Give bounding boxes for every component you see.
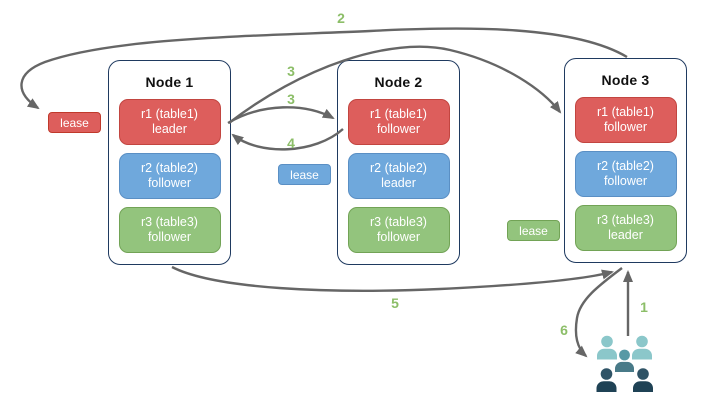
step-label-6: 6 (560, 322, 568, 338)
node-2-range-r3: r3 (table3) follower (347, 207, 450, 253)
node-1-range-r2: r2 (table2) follower (118, 153, 221, 199)
range-name: r1 (table1) (597, 105, 654, 119)
node-1-range-r1: r1 (table1) leader (118, 99, 221, 145)
step-label-4: 4 (287, 135, 295, 151)
range-role: leader (608, 228, 643, 242)
step-label-3b: 3 (287, 91, 295, 107)
range-name: r3 (table3) (597, 213, 654, 227)
node-1-title: Node 1 (145, 74, 194, 90)
node-2-title: Node 2 (374, 74, 423, 90)
range-name: r1 (table1) (370, 107, 427, 121)
range-name: r3 (table3) (141, 215, 198, 229)
lease-badge-r3: lease (507, 220, 560, 241)
arrow-step5-node1-to-node3 (171, 265, 614, 292)
range-role: follower (603, 120, 648, 134)
step-label-1: 1 (640, 299, 648, 315)
range-name: r2 (table2) (370, 161, 427, 175)
node-3-range-r1: r1 (table1) follower (574, 97, 677, 143)
lease-badge-r1: lease (48, 112, 101, 133)
node-1-range-r3: r3 (table3) follower (118, 207, 221, 253)
step-label-3a: 3 (287, 63, 295, 79)
node-3-range-r3: r3 (table3) leader (574, 205, 677, 251)
range-role: follower (147, 230, 192, 244)
range-role: follower (147, 176, 192, 190)
arrow-step3-node1-to-node2 (227, 106, 335, 125)
node-2-range-r2: r2 (table2) leader (347, 153, 450, 199)
node-3: Node 3 r1 (table1) follower r2 (table2) … (564, 58, 687, 263)
node-2-range-r1: r1 (table1) follower (347, 99, 450, 145)
node-3-title: Node 3 (601, 72, 650, 88)
range-name: r2 (table2) (597, 159, 654, 173)
lease-badge-r2: lease (278, 164, 331, 185)
step-label-5: 5 (391, 295, 399, 311)
range-role: leader (381, 176, 416, 190)
range-role: follower (376, 122, 421, 136)
node-3-range-r2: r2 (table2) follower (574, 151, 677, 197)
range-role: follower (603, 174, 648, 188)
range-name: r2 (table2) (141, 161, 198, 175)
users-group-icon (596, 335, 653, 392)
step-label-2: 2 (337, 10, 345, 26)
range-role: leader (152, 122, 187, 136)
node-2: Node 2 r1 (table1) follower r2 (table2) … (337, 60, 460, 265)
range-name: r1 (table1) (141, 107, 198, 121)
range-name: r3 (table3) (370, 215, 427, 229)
node-1: Node 1 r1 (table1) leader r2 (table2) fo… (108, 60, 231, 265)
range-role: follower (376, 230, 421, 244)
